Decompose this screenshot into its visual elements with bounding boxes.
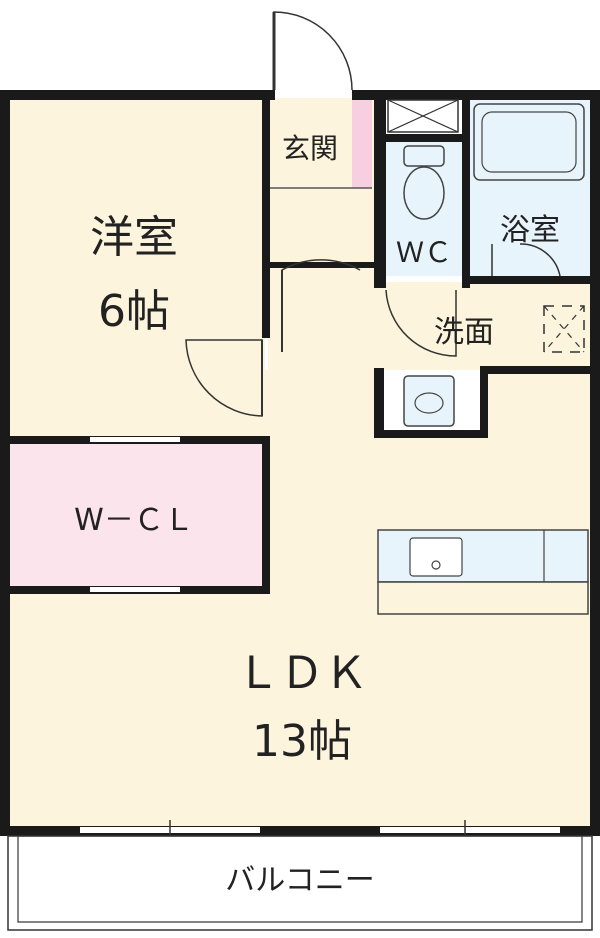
window-closet xyxy=(90,587,180,592)
wash-door-swing xyxy=(385,289,457,357)
wall-wc-top xyxy=(374,134,470,142)
wall-left xyxy=(0,90,10,835)
ldk-name: ＬＤＫ xyxy=(236,648,368,699)
balcony-area xyxy=(7,835,593,931)
wall-bath-bottom xyxy=(470,276,590,284)
room-door-swing xyxy=(185,339,263,417)
wall-hall xyxy=(268,262,380,268)
washing-machine-space xyxy=(543,305,585,353)
wall-top-left xyxy=(0,90,275,100)
wall-right xyxy=(590,90,600,835)
wall-wc-left xyxy=(374,98,386,288)
hall-door-swing xyxy=(281,259,361,352)
sash-right xyxy=(380,827,560,833)
closet-overlay xyxy=(10,444,265,586)
toilet-fixture xyxy=(403,145,445,220)
bathtub xyxy=(473,103,585,181)
exhaust-x-2 xyxy=(387,99,459,133)
wall-alcove-left xyxy=(374,368,384,438)
western-room-name: 洋室 xyxy=(90,212,178,263)
bath-door-swing xyxy=(491,243,561,277)
wash-basin xyxy=(403,375,455,427)
kitchen-counter xyxy=(377,529,589,615)
window-room xyxy=(90,437,180,442)
wall-wash-bottom xyxy=(480,366,592,374)
wall-closet-right xyxy=(262,440,270,592)
wall-alcove-right xyxy=(480,366,488,438)
wall-alcove-bottom xyxy=(374,430,488,438)
entrance-door-swing xyxy=(273,11,353,91)
closet-name: W－ＣＬ xyxy=(74,503,194,538)
wall-room-right xyxy=(262,98,270,338)
toilet-name: ＷＣ xyxy=(396,236,452,269)
balcony-rail xyxy=(17,835,583,923)
washroom-floor xyxy=(380,282,590,372)
balcony-name: バルコニー xyxy=(225,863,374,898)
western-room-size: 6帖 xyxy=(98,286,170,337)
ldk-size: 13帖 xyxy=(252,716,352,767)
entrance-accent xyxy=(352,98,372,188)
wall-bottom xyxy=(0,826,600,836)
wall-wc-right xyxy=(462,98,470,288)
wall-top-right xyxy=(352,90,600,100)
entrance-name: 玄関 xyxy=(282,132,338,165)
bathroom-name: 浴室 xyxy=(500,213,560,248)
washroom-name: 洗面 xyxy=(434,315,494,350)
